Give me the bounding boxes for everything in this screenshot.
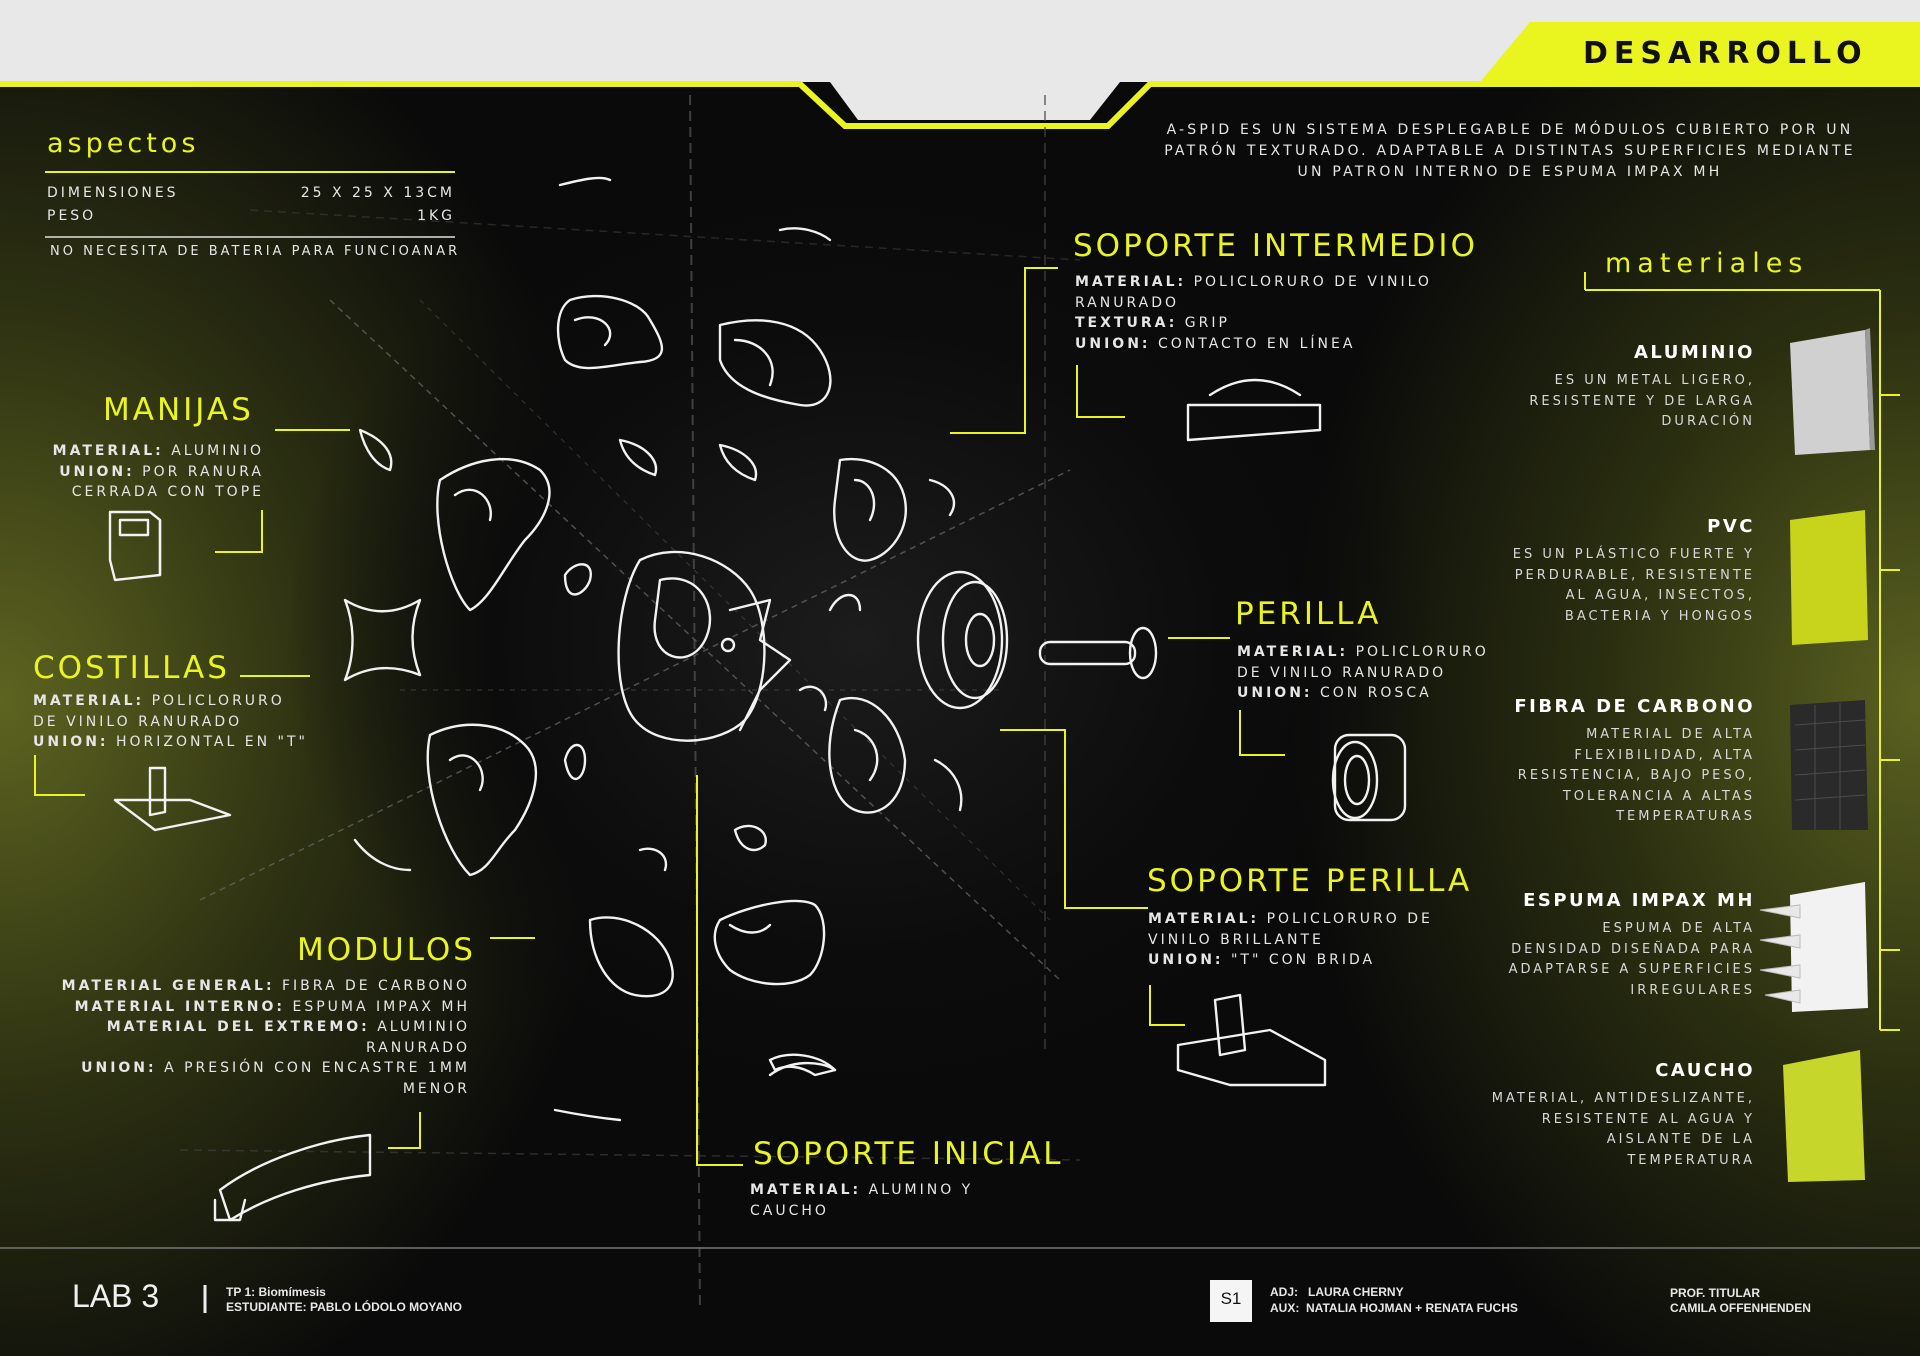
material-espuma-impax: ESPUMA IMPAX MH ESPUMA DE ALTA DENSIDAD …	[1508, 890, 1755, 998]
manijas-specs: MATERIAL: ALUMINIO UNION: POR RANURA CER…	[52, 443, 264, 500]
modulos-title: MODULOS	[297, 932, 476, 968]
material-caucho: CAUCHO MATERIAL, ANTIDESLIZANTE, RESISTE…	[1491, 1060, 1755, 1168]
material-aluminio: ALUMINIO ES UN METAL LIGERO, RESISTENTE …	[1529, 342, 1755, 429]
bateria-note: NO NECESITA DE BATERIA PARA FUNCIOANAR	[50, 244, 461, 259]
costillas-specs: MATERIAL: POLICLORURO DE VINILO RANURADO…	[33, 693, 308, 750]
materiales-title: materiales	[1605, 248, 1809, 279]
exploded-view	[108, 176, 1407, 1222]
soporte-intermedio-specs: MATERIAL: POLICLORURO DE VINILO RANURADO…	[1075, 274, 1432, 352]
profesor-info: PROF. TITULAR CAMILA OFFENHENDEN	[1670, 1286, 1811, 1315]
intro-paragraph: A-SPID ES UN SISTEMA DESPLEGABLE DE MÓDU…	[1164, 122, 1856, 180]
dimensiones-value: 25 X 25 X 13CM	[300, 185, 455, 201]
peso-label: PESO	[47, 208, 97, 224]
adjuntos-info: ADJ: LAURA CHERNY AUX: NATALIA HOJMAN + …	[1270, 1285, 1518, 1315]
modulos-specs: MATERIAL GENERAL: FIBRA DE CARBONO MATER…	[61, 978, 470, 1097]
material-pvc: PVC ES UN PLÁSTICO FUERTE Y PERDURABLE, …	[1512, 516, 1755, 624]
soporte-perilla-specs: MATERIAL: POLICLORURO DE VINILO BRILLANT…	[1148, 911, 1433, 968]
course-label: LAB 3	[72, 1278, 160, 1314]
dimensiones-label: DIMENSIONES	[47, 185, 179, 201]
soporte-inicial-specs: MATERIAL: ALUMINO Y CAUCHO	[750, 1182, 974, 1219]
peso-value: 1KG	[417, 208, 455, 224]
section-title: DESARROLLO	[1583, 36, 1868, 71]
soporte-intermedio-title: SOPORTE INTERMEDIO	[1073, 228, 1478, 264]
soporte-inicial-title: SOPORTE INICIAL	[753, 1136, 1064, 1172]
manijas-title: MANIJAS	[103, 392, 254, 428]
student-info: TP 1: Biomímesis ESTUDIANTE: PABLO LÓDOL…	[226, 1285, 463, 1314]
section-badge: S1	[1220, 1289, 1242, 1308]
material-fibra-de-carbono: FIBRA DE CARBONO MATERIAL DE ALTA FLEXIB…	[1514, 696, 1755, 824]
soporte-perilla-title: SOPORTE PERILLA	[1147, 863, 1473, 899]
perilla-title: PERILLA	[1235, 596, 1382, 632]
perilla-specs: MATERIAL: POLICLORURO DE VINILO RANURADO…	[1237, 644, 1489, 701]
costillas-title: COSTILLAS	[33, 650, 230, 686]
aspectos-title: aspectos	[47, 128, 200, 159]
swatches	[1759, 328, 1875, 1182]
